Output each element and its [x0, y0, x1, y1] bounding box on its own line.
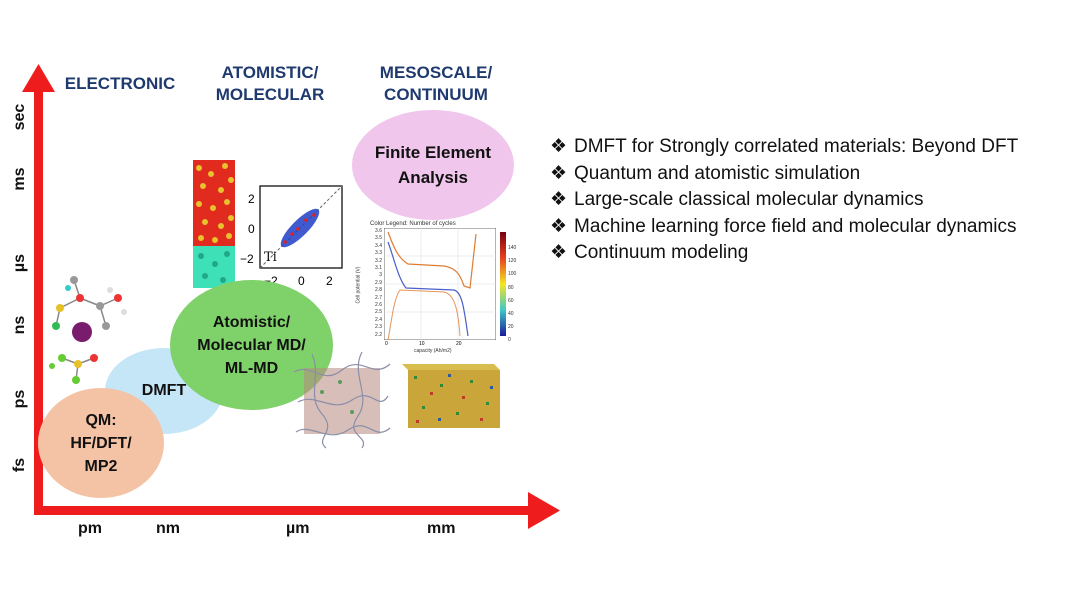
category-electronic: ELECTRONIC [58, 73, 182, 95]
y-tick-ms: ms [11, 167, 28, 191]
ellipse-qm-line2: HF/DFT/ [70, 434, 132, 452]
bullet-diamond-icon: ❖ [550, 215, 568, 237]
battery-y-tick: 2.8 [375, 287, 382, 294]
battery-y-tick: 3 [379, 272, 382, 279]
parity-x-tick-mid: 0 [298, 274, 305, 288]
ellipse-md: Atomistic/ Molecular MD/ ML-MD [170, 280, 333, 410]
parity-plot-label: Ti [264, 250, 277, 265]
battery-colorbar-ticks: 140 120 100 80 60 40 20 0 [508, 242, 516, 348]
bullet-text: Quantum and atomistic simulation [574, 162, 861, 184]
x-tick-pm: pm [78, 520, 102, 537]
battery-y-tick: 2.9 [375, 279, 382, 286]
parity-y-tick-mid: 0 [248, 222, 255, 236]
colorbar-tick: 60 [508, 297, 514, 304]
polymer-network-image [293, 352, 391, 449]
colorbar-tick: 140 [508, 245, 517, 251]
parity-y-tick-top: 2 [248, 192, 255, 206]
battery-plot: Color Legend: Number of cycles Cell pote… [355, 218, 520, 356]
parity-y-tick-bottom: −2 [240, 252, 254, 266]
battery-plot-xlabel: capacity (Ah/m2) [414, 348, 452, 354]
battery-colorbar [500, 232, 506, 336]
category-atomistic-line2: MOLECULAR [215, 85, 325, 104]
bullet-diamond-icon: ❖ [550, 242, 568, 263]
ellipse-md-line1: Atomistic/ [212, 313, 291, 331]
battery-x-tick-0: 0 [385, 341, 388, 347]
battery-y-tick: 2.6 [375, 302, 382, 309]
ellipse-fea-line1: Finite Element [374, 143, 492, 162]
category-mesoscale-line1: MESOSCALE/ [379, 63, 493, 82]
bullet-diamond-icon: ❖ [550, 136, 568, 157]
battery-y-tick: 2.3 [375, 324, 382, 331]
molecule-illustration [49, 276, 127, 384]
x-tick-um: µm [286, 520, 310, 537]
colorbar-tick: 0 [508, 337, 511, 344]
ellipse-md-line2: Molecular MD/ [197, 336, 306, 354]
colorbar-tick: 80 [508, 284, 514, 291]
ellipse-fea-line2: Analysis [398, 168, 468, 187]
category-mesoscale-line2: CONTINUUM [384, 85, 488, 104]
ellipse-qm: QM: HF/DFT/ MP2 [38, 388, 164, 498]
ellipse-fea: Finite Element Analysis [352, 110, 514, 220]
bullet-item: ❖ Large-scale classical molecular dynamic… [550, 187, 1090, 214]
x-tick-mm: mm [427, 520, 456, 537]
battery-y-tick: 2.4 [375, 316, 382, 323]
category-electronic-text: ELECTRONIC [64, 74, 176, 93]
bullet-text: Machine learning force field and molecul… [574, 215, 1017, 237]
y-axis-arrowhead [22, 64, 55, 92]
bullet-text: Continuum modeling [574, 242, 749, 263]
category-atomistic-line1: ATOMISTIC/ [221, 63, 319, 82]
category-atomistic: ATOMISTIC/ MOLECULAR [200, 62, 340, 106]
battery-y-ticks: 3.6 3.5 3.4 3.3 3.2 3.1 3 2.9 2.8 2.7 2.… [368, 228, 382, 339]
mesoscale-block-image [402, 364, 500, 428]
x-tick-nm: nm [156, 520, 180, 537]
battery-y-tick: 2.5 [375, 309, 382, 316]
y-tick-us: µs [11, 253, 28, 273]
battery-y-tick: 3.5 [375, 235, 382, 242]
parity-plot-svg [259, 185, 343, 269]
battery-x-tick-20: 20 [456, 341, 462, 347]
parity-plot: Ti 2 0 −2 −2 0 2 [240, 182, 346, 292]
battery-plot-svg [384, 228, 496, 340]
battery-y-tick: 2.2 [375, 331, 382, 338]
bullet-diamond-icon: ❖ [550, 162, 568, 184]
md-simulation-box-image [193, 160, 235, 288]
battery-y-tick: 3.4 [375, 242, 382, 249]
battery-x-tick-10: 10 [419, 341, 425, 347]
battery-y-tick: 3.3 [375, 250, 382, 257]
ellipse-qm-line3: MP2 [84, 457, 118, 475]
bullet-text: DMFT for Strongly correlated materials: … [574, 136, 1019, 157]
bullet-item: ❖ Quantum and atomistic simulation [550, 161, 1090, 188]
battery-y-tick: 3.2 [375, 257, 382, 264]
bullet-list: ❖ DMFT for Strongly correlated materials:… [550, 134, 1090, 267]
colorbar-tick: 120 [508, 258, 517, 265]
battery-y-tick: 2.7 [375, 294, 382, 301]
parity-x-tick-right: 2 [326, 274, 333, 288]
battery-y-tick: 3.1 [375, 265, 382, 272]
colorbar-tick: 20 [508, 324, 514, 331]
colorbar-tick: 100 [508, 271, 517, 278]
y-tick-ps: ps [11, 389, 28, 409]
category-mesoscale: MESOSCALE/ CONTINUUM [366, 62, 506, 106]
bullet-item: ❖ DMFT for Strongly correlated materials:… [550, 134, 1090, 161]
bullet-item: ❖ Continuum modeling [550, 240, 1090, 267]
battery-y-tick: 3.6 [375, 228, 382, 234]
bullet-text: Large-scale classical molecular dynamics [574, 189, 924, 210]
y-tick-sec: sec [11, 103, 28, 131]
bullet-diamond-icon: ❖ [550, 189, 568, 210]
colorbar-tick: 40 [508, 311, 514, 318]
ellipse-md-line3: ML-MD [224, 359, 279, 377]
bullet-item: ❖ Machine learning force field and molecu… [550, 214, 1090, 241]
x-axis-arrowhead [528, 492, 560, 529]
ellipse-dmft-text: DMFT [141, 382, 187, 399]
ellipse-qm-line1: QM: [85, 411, 117, 429]
x-axis-line [34, 506, 534, 515]
y-tick-fs: fs [11, 457, 28, 473]
battery-plot-title: Color Legend: Number of cycles [370, 221, 456, 227]
y-axis-line [34, 88, 43, 515]
battery-plot-ylabel: Cell potential (V) [355, 266, 362, 304]
y-tick-ns: ns [11, 315, 28, 335]
